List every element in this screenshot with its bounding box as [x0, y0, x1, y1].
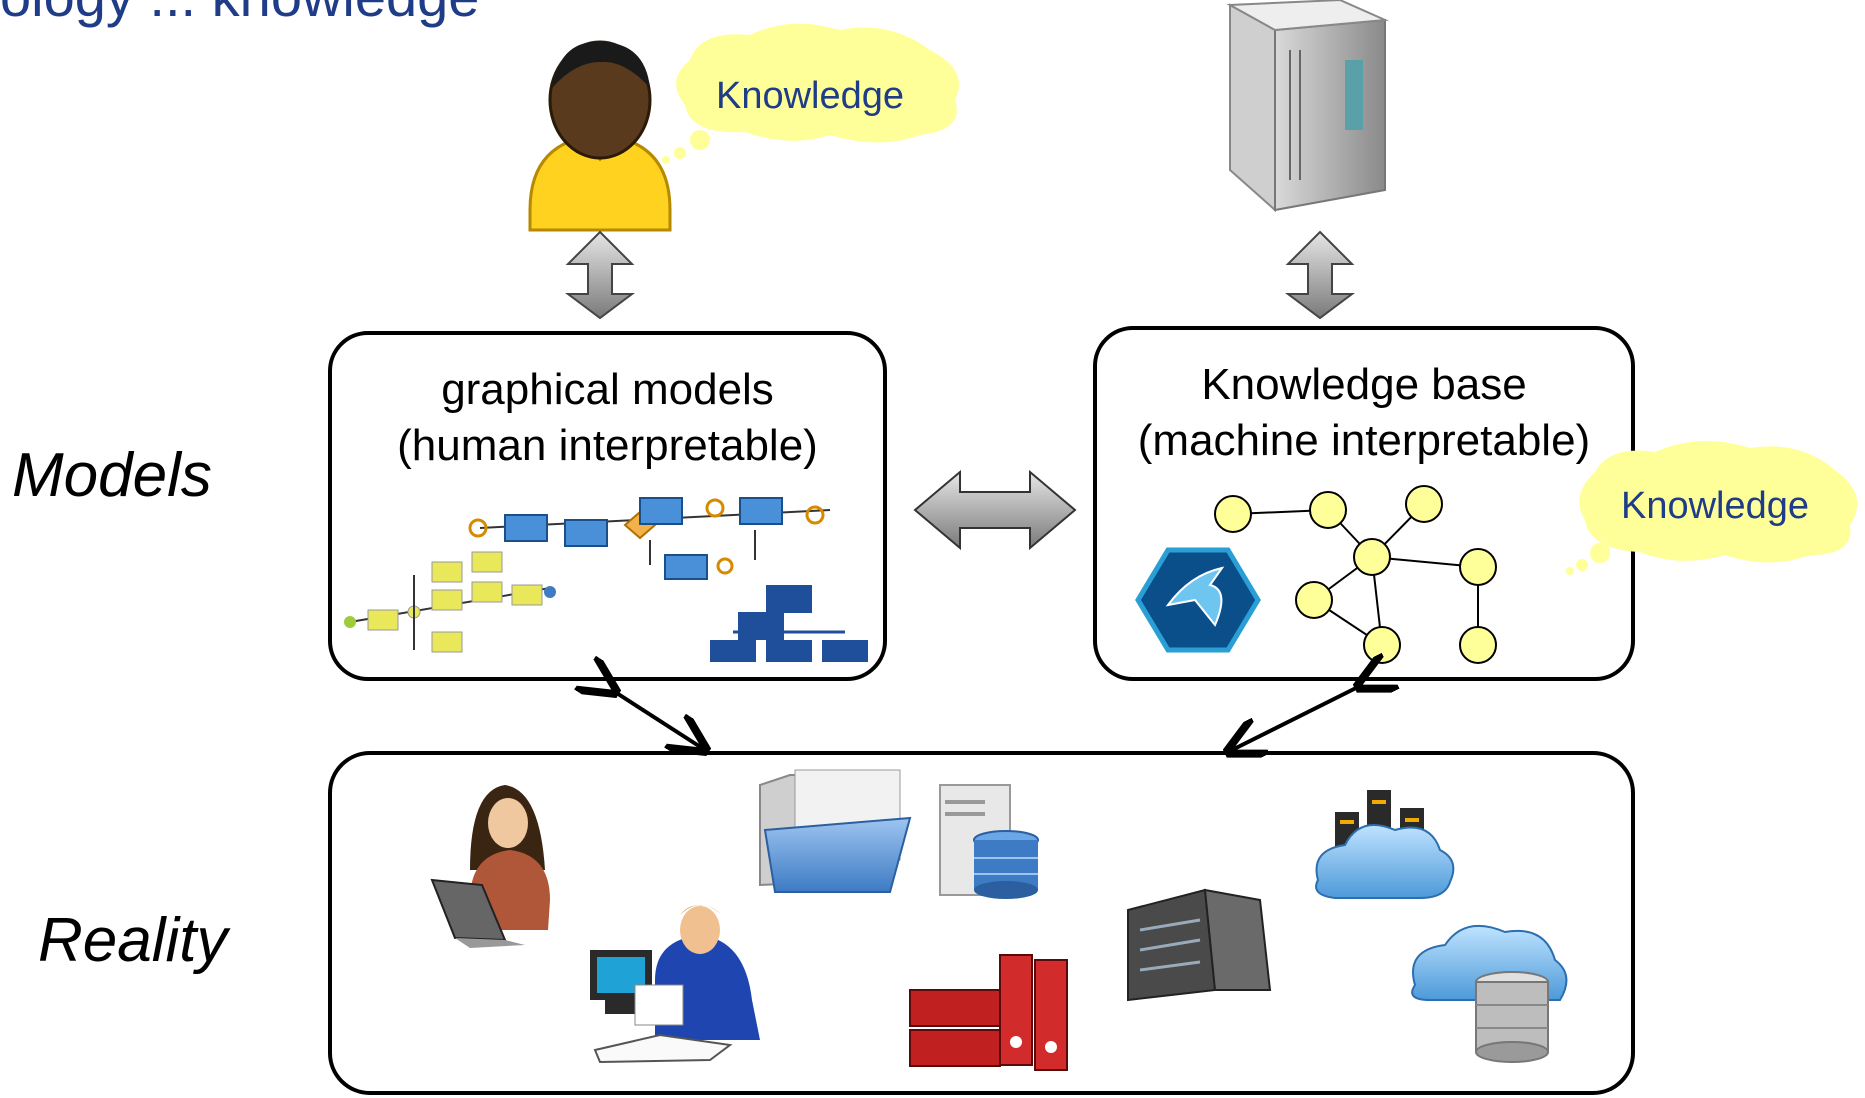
- bidirectional-arrow-human-models: [565, 230, 635, 320]
- knowledge-bubble-machine-text: Knowledge: [1620, 485, 1810, 527]
- graphical-models-title-line2: (human interpretable): [397, 421, 818, 470]
- binders-icon: [909, 954, 1068, 1071]
- ontology-logo-icon: [1135, 547, 1261, 653]
- reality-label: Reality: [38, 906, 228, 975]
- graphical-models-title: graphical models (human interpretable): [330, 362, 885, 474]
- cloud-database-icon: [1411, 924, 1568, 1063]
- process-model-icon: [344, 497, 831, 653]
- ontology-graph: [1214, 485, 1497, 664]
- bidirectional-arrow-models: [913, 469, 1077, 551]
- knowledge-bubble-machine: [1566, 440, 1858, 575]
- knowledge-base-title: Knowledge base (machine interpretable): [1095, 357, 1633, 469]
- server-icon: [1226, 0, 1389, 213]
- knowledge-bubble-human-text: Knowledge: [715, 75, 905, 117]
- person-icon: [528, 40, 672, 232]
- man-computer-icon: [590, 905, 760, 1064]
- page-title-fragment: ology ... knowledge: [0, 0, 479, 29]
- models-label: Models: [12, 441, 212, 510]
- woman-laptop-icon: [430, 785, 550, 948]
- knowledge-bubble-human: [662, 23, 960, 164]
- cloud-servers-icon: [1315, 790, 1455, 899]
- bidirectional-arrow-server-kb: [1285, 230, 1355, 320]
- server-rack-icon: [1127, 888, 1272, 1002]
- arrow-graphical-reality: [612, 690, 702, 748]
- graphical-models-title-line1: graphical models: [441, 365, 774, 414]
- database-server-icon: [939, 784, 1039, 899]
- folder-icon: [759, 769, 912, 893]
- knowledge-base-title-line1: Knowledge base: [1201, 360, 1527, 409]
- knowledge-base-title-line2: (machine interpretable): [1137, 416, 1591, 465]
- arrow-kb-reality: [1232, 685, 1362, 750]
- org-chart-icon: [710, 585, 868, 662]
